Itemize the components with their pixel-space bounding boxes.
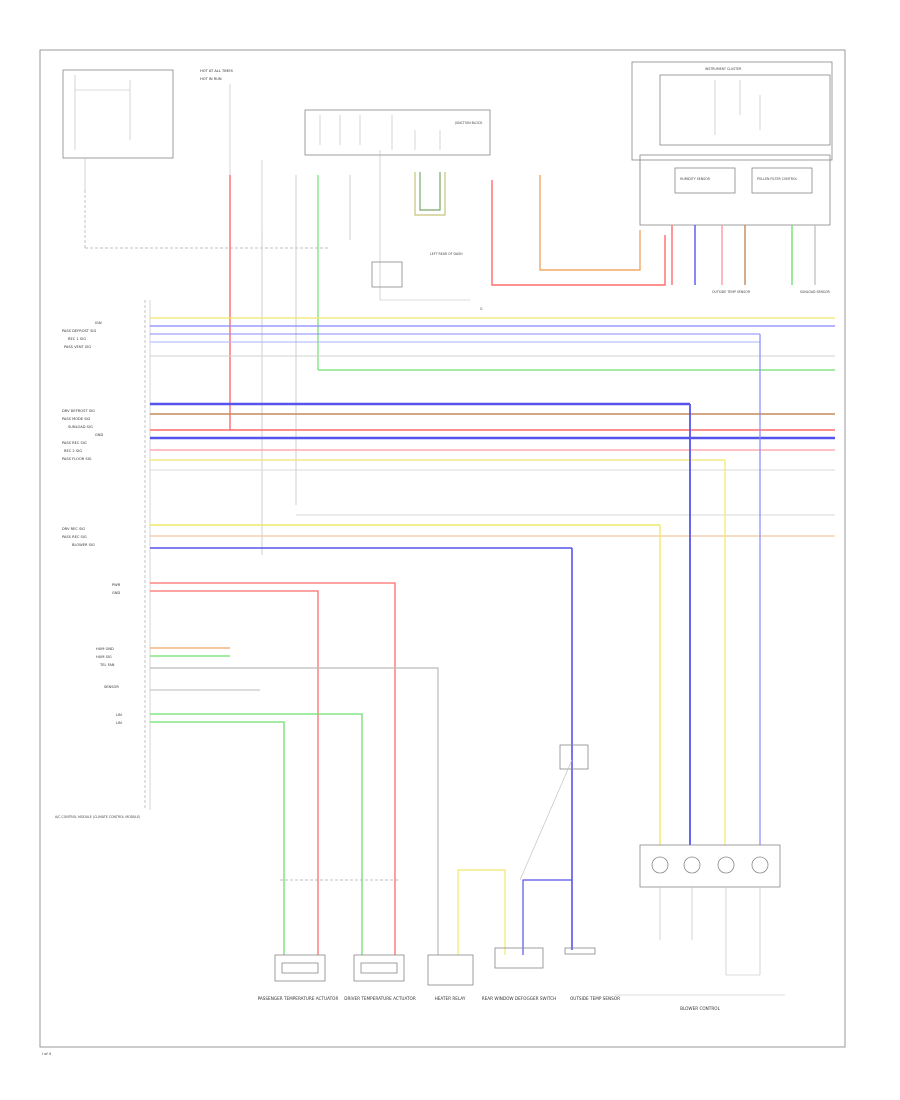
wire-red-pwr — [150, 582, 396, 955]
heater-relay: HEATER RELAY — [427, 954, 474, 1001]
diagram-frame — [39, 49, 846, 1048]
pin-label: PASS DEFROST SIG — [62, 329, 96, 333]
driver-temp-actuator-label: DRIVER TEMPERATURE ACTUATOR — [344, 996, 416, 1001]
outside-temp-sensor-bottom-label: OUTSIDE TEMP SENSOR — [570, 996, 620, 1001]
fuse-block-top-left — [62, 69, 330, 249]
pin-label: LIN — [116, 713, 122, 717]
hot-at-all-times-label: HOT AT ALL TIMES — [200, 69, 234, 73]
blower-control-label: BLOWER CONTROL — [680, 1006, 720, 1011]
sunload-sensor-label: SUNLOAD SENSOR — [800, 290, 830, 294]
outside-temp-sensor-label: OUTSIDE TEMP SENSOR — [712, 290, 751, 294]
wire-orange-top-loop — [539, 175, 641, 271]
outside-temp-sensor-bottom: OUTSIDE TEMP SENSOR — [564, 947, 620, 1001]
driver-temp-actuator: DRIVER TEMPERATURE ACTUATOR — [344, 954, 416, 1001]
heater-relay-label: HEATER RELAY — [435, 996, 466, 1001]
pin-label: REC 2 SIG — [64, 449, 82, 453]
wire-green-lin-1 — [150, 713, 363, 955]
wire-yellow-short — [457, 869, 506, 955]
pin-labels-left: IGN PASS DEFROST SIG REC 1 SIG PASS VENT… — [62, 321, 122, 725]
left-rear-dash-label: LEFT REAR OF DASH — [430, 252, 463, 256]
pin-label: IGN — [95, 321, 102, 325]
pin-label: PWR — [112, 583, 121, 587]
passenger-temp-actuator-label: PASSENGER TEMPERATURE ACTUATOR — [258, 996, 339, 1001]
ac-control-module-label: A/C CONTROL MODULE (CLIMATE CONTROL MODU… — [55, 815, 140, 819]
relay-module-top-right: HUMIDITY SENSOR POLLEN FILTER CONTROL — [639, 154, 831, 226]
wire-green-lin-2 — [150, 721, 285, 955]
pin-label: HUM SIG — [96, 655, 112, 659]
junction-ground-network: LEFT REAR OF DASH G — [371, 150, 483, 311]
blower-control: BLOWER CONTROL — [615, 844, 785, 1011]
pin-label: PASS REC SIG — [62, 441, 87, 445]
pin-label: SUNLOAD SIG — [68, 425, 93, 429]
mini-relay — [519, 744, 589, 881]
pin-label: GND — [95, 433, 103, 437]
ac-control-module-connector — [144, 300, 151, 810]
pin-label: SENSOR — [104, 685, 119, 689]
wire-gray-telfan — [150, 667, 439, 955]
instrument-cluster-label: INSTRUMENT CLUSTER — [705, 67, 742, 71]
pin-label: TEL FAN — [99, 663, 115, 667]
pin-label: GND — [112, 591, 120, 595]
page-number: I of 4 — [42, 1052, 52, 1056]
passenger-temp-actuator: PASSENGER TEMPERATURE ACTUATOR — [258, 954, 339, 1001]
rear-defogger-switch: REAR WINDOW DEFOGGER SWITCH — [482, 947, 557, 1001]
sensor-a-label: HUMIDITY SENSOR — [680, 177, 711, 181]
pin-label: PASS VENT SIG — [64, 345, 91, 349]
instrument-cluster: INSTRUMENT CLUSTER — [631, 61, 833, 222]
pin-label: DRV DEFROST SIG — [62, 409, 95, 413]
pin-label: HUM GND — [96, 647, 114, 651]
wire-red-gnd — [150, 590, 319, 955]
junction-block: JUNCTION BLOCK — [304, 109, 491, 156]
pin-label: DRV REC SIG — [62, 527, 85, 531]
wire-red-top-loop — [491, 180, 666, 286]
sensor-b-label: POLLEN FILTER CONTROL — [757, 177, 797, 181]
pin-label: LIN — [116, 721, 122, 725]
hot-in-run-label: HOT IN RUN — [200, 77, 222, 81]
connector-loop-yellow — [414, 172, 446, 216]
rear-defogger-switch-label: REAR WINDOW DEFOGGER SWITCH — [482, 996, 557, 1001]
junction-block-label: JUNCTION BLOCK — [454, 121, 483, 125]
pin-label: PASS REC SIG — [62, 535, 87, 539]
pin-label: BLOWER SIG — [72, 543, 95, 547]
dash-ground-label: G — [480, 307, 483, 311]
pin-label: REC 1 SIG — [68, 337, 86, 341]
pin-label: PASS FLOOR SIG — [62, 457, 92, 461]
power-feed-top: HOT AT ALL TIMES HOT IN RUN — [200, 69, 263, 230]
wire-blue-short — [522, 879, 572, 955]
pin-label: PASS MODE SIG — [62, 417, 91, 421]
